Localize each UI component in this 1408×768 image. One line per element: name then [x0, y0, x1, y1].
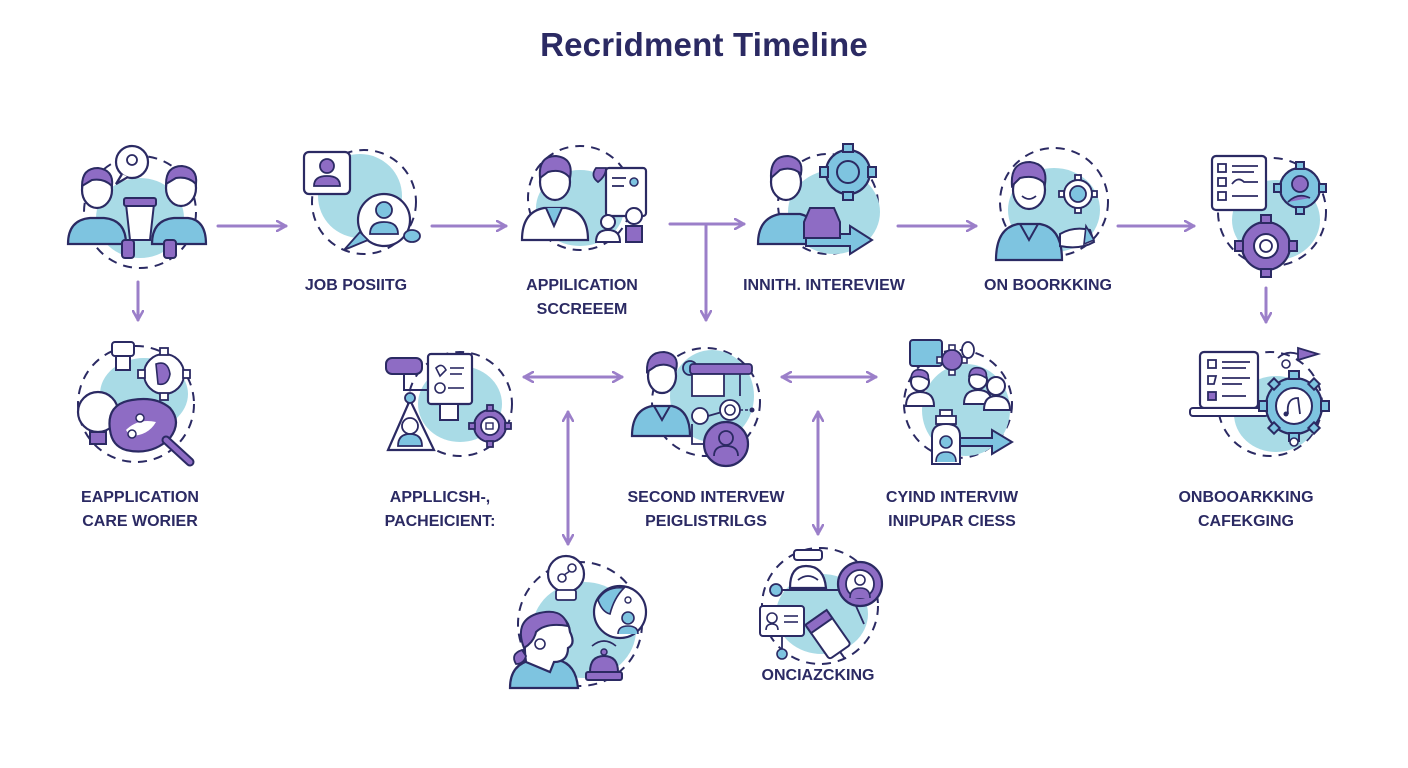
- label-job-posting: JOB POSIITG: [305, 274, 407, 298]
- label-line: APPILICATION: [526, 277, 638, 294]
- label-onciazcking: ONCIAZCKING: [762, 664, 875, 688]
- person-ideas-bell-icon: [508, 554, 648, 690]
- label-line: INNITH. INTEREVIEW: [743, 277, 905, 294]
- label-line: JOB POSIITG: [304, 277, 408, 294]
- id-card-luggage-icon: [759, 547, 884, 665]
- label-initial-interview: INNITH. INTEREVIEW: [743, 274, 905, 298]
- label-onboarding: ON BOORKKING: [984, 274, 1112, 298]
- label-line: APPLLICSH-,: [389, 489, 491, 506]
- label-line: SCCREEEM: [536, 301, 628, 318]
- label-eapplication-care-worker: EAPPLICATION CARE WORIER: [81, 486, 199, 534]
- profile-chat-icon: [302, 149, 421, 255]
- person-network-icon: [630, 347, 761, 468]
- person-gear-handshake-icon: [994, 147, 1109, 262]
- label-line: PACHEICIENT:: [384, 513, 496, 530]
- label-onboarking-cafekging: ONBOOARKKING CAFEKGING: [1178, 486, 1313, 534]
- label-cyind-interview: CYIND INTERVIW INIPUPAR CIESS: [886, 486, 1018, 534]
- label-line: ON BOORKKING: [984, 277, 1112, 294]
- team-meeting-icon: [66, 144, 208, 269]
- label-line: CARE WORIER: [82, 513, 198, 530]
- doctor-document-icon: [520, 145, 648, 251]
- magnifier-gear-bulb-icon: [76, 341, 195, 467]
- label-line: CAFEKGING: [1197, 513, 1294, 530]
- label-line: SECOND INTERVEW: [627, 489, 785, 506]
- label-application-screen: APPILICATION SCCREEEM: [526, 274, 638, 322]
- label-line: ONBOOARKKING: [1178, 489, 1314, 506]
- label-applicsh-pacheicient: APPLLICSH-, PACHEICIENT:: [385, 486, 496, 534]
- document-person-gear-icon: [385, 351, 513, 457]
- label-line: ONCIAZCKING: [761, 667, 875, 684]
- label-line: INIPUPAR CIESS: [888, 513, 1016, 530]
- checklist-gears-icon: [1210, 154, 1327, 278]
- label-line: EAPPLICATION: [81, 489, 199, 506]
- label-line: CYIND INTERVIW: [885, 489, 1019, 506]
- laptop-checklist-gear-icon: [1189, 346, 1330, 457]
- label-line: PEIGLISTRILGS: [645, 513, 767, 530]
- diagram-title: Recridment Timeline: [540, 26, 868, 63]
- person-gear-arrow-icon: [756, 143, 880, 256]
- label-second-interview: SECOND INTERVEW PEIGLISTRILGS: [627, 486, 784, 534]
- group-gear-arrow-icon: [903, 339, 1014, 465]
